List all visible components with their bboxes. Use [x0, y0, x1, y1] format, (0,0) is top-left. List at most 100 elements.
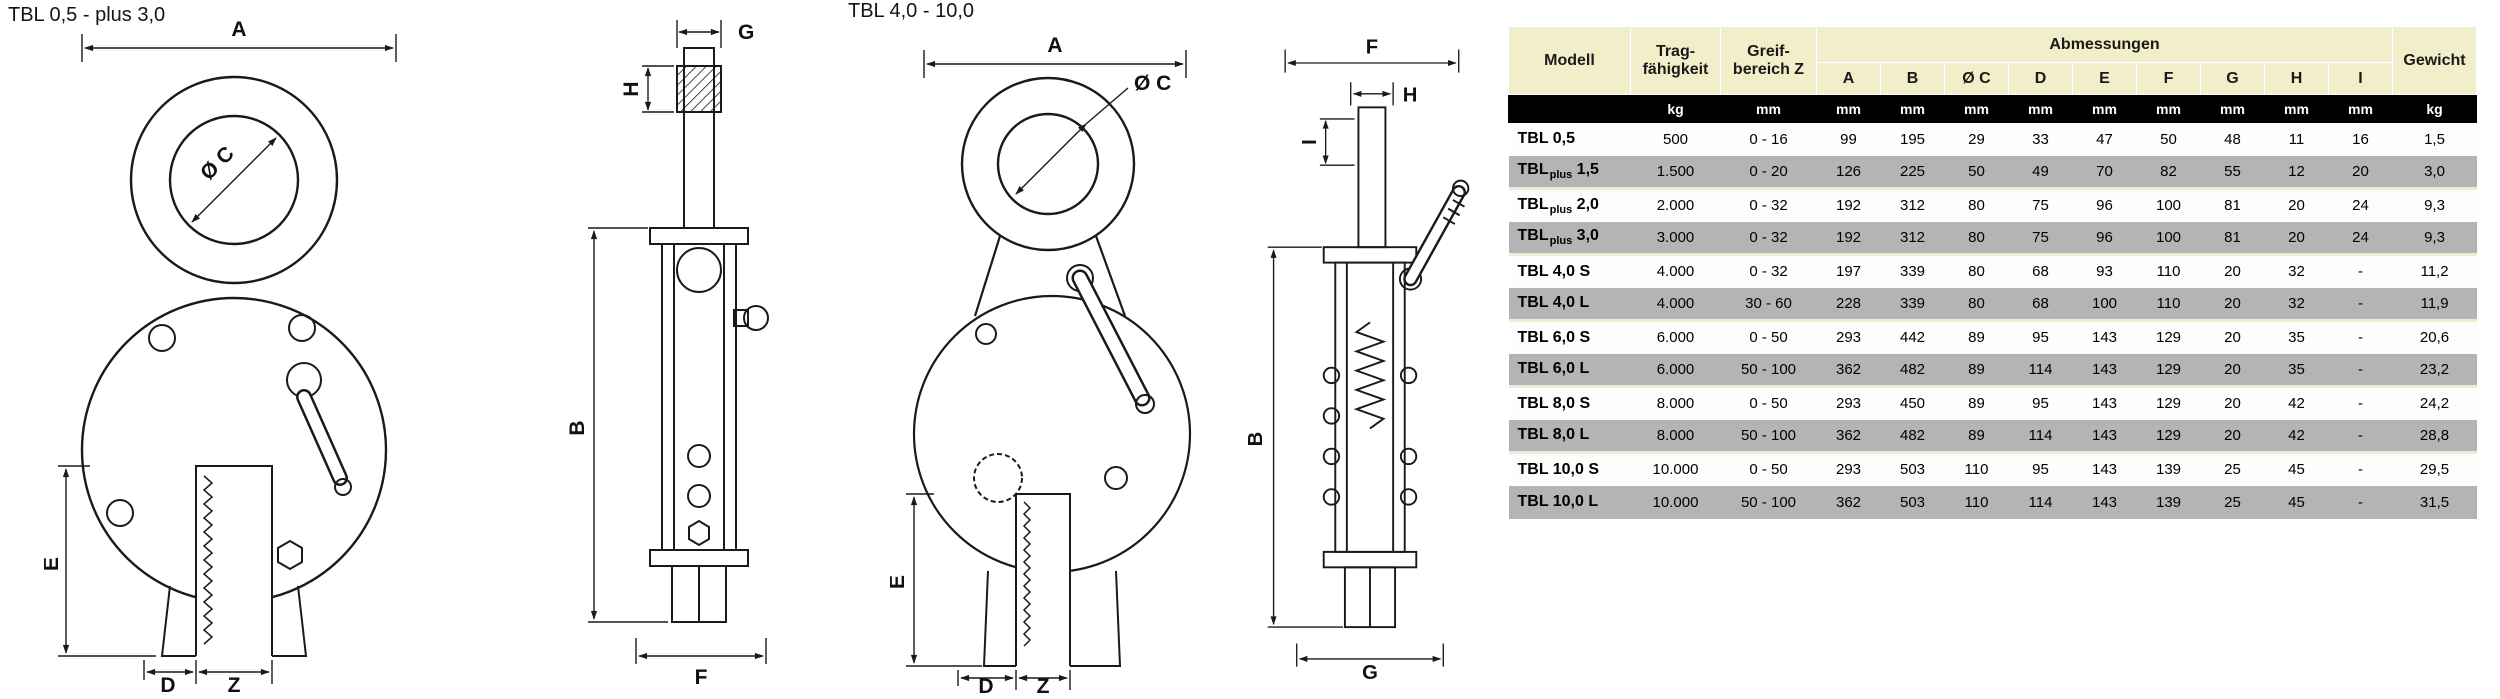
- dimension-lines: [1267, 49, 1460, 667]
- dim-label-f: F: [1366, 36, 1378, 58]
- value-cell: 129: [2136, 319, 2201, 354]
- value-cell: 225: [1880, 155, 1945, 189]
- col-header-abmessungen: Abmessungen: [1815, 26, 2394, 63]
- value-cell: 500: [1630, 122, 1721, 156]
- unit-greifbereich: mm: [1720, 94, 1817, 123]
- side-body-outline: [1322, 106, 1423, 629]
- dimension-lines: [588, 20, 767, 664]
- value-cell: 11,9: [2392, 287, 2477, 321]
- value-cell: 139: [2136, 485, 2201, 519]
- col-header-dim-e: E: [2072, 62, 2137, 95]
- value-cell: 20: [2200, 353, 2265, 387]
- value-cell: 129: [2136, 419, 2201, 453]
- value-cell: 55: [2200, 155, 2265, 189]
- value-cell: 11: [2264, 122, 2329, 156]
- value-cell: 89: [1944, 385, 2009, 420]
- value-cell: 192: [1816, 187, 1881, 222]
- value-cell: 96: [2072, 187, 2137, 222]
- value-cell: 80: [1944, 187, 2009, 222]
- value-cell: 20: [2264, 221, 2329, 255]
- dim-label-g: G: [1362, 662, 1378, 684]
- value-cell: 139: [2136, 451, 2201, 486]
- model-cell: TBL 0,5: [1508, 122, 1631, 156]
- value-cell: 503: [1880, 451, 1945, 486]
- value-cell: 143: [2072, 353, 2137, 387]
- value-cell: 30 - 60: [1720, 287, 1817, 321]
- value-cell: 114: [2008, 419, 2073, 453]
- value-cell: 293: [1816, 451, 1881, 486]
- value-cell: -: [2328, 253, 2393, 288]
- value-cell: 100: [2136, 221, 2201, 255]
- value-cell: 20: [2200, 287, 2265, 321]
- value-cell: 126: [1816, 155, 1881, 189]
- value-cell: -: [2328, 353, 2393, 387]
- value-cell: 110: [1944, 451, 2009, 486]
- value-cell: 75: [2008, 187, 2073, 222]
- value-cell: 110: [1944, 485, 2009, 519]
- value-cell: 197: [1816, 253, 1881, 288]
- lifting-ring-outline: [129, 75, 339, 285]
- model-cell: TBL 8,0 L: [1508, 419, 1631, 453]
- value-cell: 0 - 20: [1720, 155, 1817, 189]
- value-cell: 50: [2136, 122, 2201, 156]
- side-body-outline: [649, 47, 769, 623]
- model-cell: TBLplus 3,0: [1508, 221, 1631, 255]
- value-cell: 95: [2008, 385, 2073, 420]
- value-cell: 1,5: [2392, 122, 2477, 156]
- col-header-dim-g: G: [2200, 62, 2265, 95]
- value-cell: 362: [1816, 485, 1881, 519]
- unit-dim-c: mm: [1944, 94, 2009, 123]
- value-cell: 89: [1944, 319, 2009, 354]
- value-cell: 35: [2264, 319, 2329, 354]
- value-cell: 45: [2264, 485, 2329, 519]
- value-cell: -: [2328, 419, 2393, 453]
- value-cell: 100: [2136, 187, 2201, 222]
- value-cell: 0 - 32: [1720, 187, 1817, 222]
- unit-dim-e: mm: [2072, 94, 2137, 123]
- value-cell: 20: [2328, 155, 2393, 189]
- value-cell: 20: [2200, 385, 2265, 420]
- unit-dim-i: mm: [2327, 94, 2394, 123]
- value-cell: 129: [2136, 353, 2201, 387]
- value-cell: 81: [2200, 221, 2265, 255]
- value-cell: 293: [1816, 385, 1881, 420]
- spec-table-header: Modell Trag- fähigkeit Greif- bereich Z …: [1508, 26, 2478, 123]
- value-cell: 42: [2264, 385, 2329, 420]
- lifting-ring-outline: [960, 76, 1136, 252]
- value-cell: 20: [2264, 187, 2329, 222]
- value-cell: 95: [2008, 451, 2073, 486]
- dim-label-a: A: [1047, 34, 1062, 57]
- value-cell: 82: [2136, 155, 2201, 189]
- value-cell: 114: [2008, 353, 2073, 387]
- value-cell: 50 - 100: [1720, 419, 1817, 453]
- dim-label-i: I: [1299, 139, 1321, 145]
- value-cell: 0 - 16: [1720, 122, 1817, 156]
- value-cell: 49: [2008, 155, 2073, 189]
- value-cell: 32: [2264, 287, 2329, 321]
- value-cell: 442: [1880, 319, 1945, 354]
- value-cell: 10.000: [1630, 451, 1721, 486]
- value-cell: 25: [2200, 485, 2265, 519]
- value-cell: 95: [2008, 319, 2073, 354]
- value-cell: 28,8: [2392, 419, 2477, 453]
- value-cell: 6.000: [1630, 353, 1721, 387]
- value-cell: 6.000: [1630, 319, 1721, 354]
- col-header-modell: Modell: [1508, 26, 1631, 95]
- col-header-dim-d: D: [2008, 62, 2073, 95]
- value-cell: -: [2328, 451, 2393, 486]
- value-cell: 50 - 100: [1720, 485, 1817, 519]
- col-header-dim-c: Ø C: [1944, 62, 2009, 95]
- value-cell: 11,2: [2392, 253, 2477, 288]
- unit-dim-g: mm: [2200, 94, 2265, 123]
- value-cell: 93: [2072, 253, 2137, 288]
- dim-label-d: D: [160, 674, 175, 694]
- value-cell: 42: [2264, 419, 2329, 453]
- col-header-gewicht: Gewicht: [2392, 26, 2478, 95]
- value-cell: 129: [2136, 385, 2201, 420]
- value-cell: 99: [1816, 122, 1881, 156]
- value-cell: 3.000: [1630, 221, 1721, 255]
